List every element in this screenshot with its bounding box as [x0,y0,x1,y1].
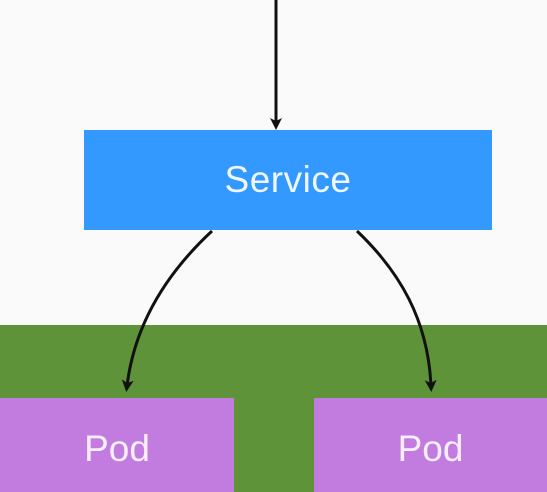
pod-node-left: Pod [0,398,234,492]
service-node: Service [84,130,492,230]
pod-node-right: Pod [314,398,547,492]
service-label: Service [224,159,352,200]
pod-label-right: Pod [397,428,464,469]
pod-label-left: Pod [84,428,150,469]
